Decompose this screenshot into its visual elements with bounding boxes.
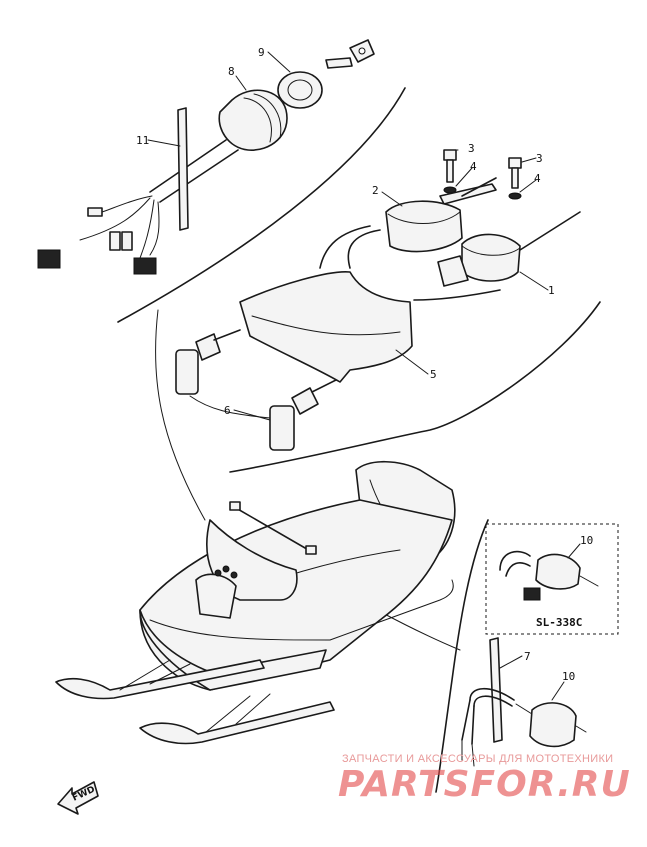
model-label: SL-338C bbox=[536, 616, 582, 629]
callout-4-right: 4 bbox=[534, 172, 541, 185]
leader-line-main bbox=[154, 309, 206, 521]
callout-6: 6 bbox=[224, 404, 231, 417]
callout-3-right: 3 bbox=[536, 152, 543, 165]
plug-cap-icon bbox=[269, 379, 337, 451]
key-icon bbox=[325, 39, 375, 69]
callout-leaders bbox=[147, 51, 581, 701]
callout-1: 1 bbox=[548, 284, 555, 297]
switch-knob-icon bbox=[277, 71, 323, 109]
forward-arrow-icon: FWD bbox=[57, 781, 99, 815]
callout-10-lower: 10 bbox=[562, 670, 575, 683]
switch-icon bbox=[535, 553, 581, 590]
bolt-icon bbox=[443, 149, 457, 183]
ski-icon bbox=[139, 701, 335, 745]
connector-icon bbox=[37, 249, 61, 269]
ignition-coil-icon bbox=[461, 233, 521, 282]
callout-11: 11 bbox=[136, 134, 149, 147]
ignition-coil-assembly bbox=[175, 149, 581, 451]
main-switch-assembly bbox=[37, 39, 375, 275]
clamp-strap-icon bbox=[177, 107, 189, 231]
callout-7: 7 bbox=[524, 650, 531, 663]
middle-group-border bbox=[229, 301, 601, 473]
callout-9: 9 bbox=[258, 46, 265, 59]
ignition-coil-icon bbox=[385, 200, 463, 253]
model-variant-box: SL-338C bbox=[485, 523, 619, 635]
watermark-brand: PARTSFOR.RU bbox=[338, 764, 631, 805]
plug-cap-icon bbox=[175, 329, 241, 395]
callout-4-left: 4 bbox=[470, 160, 477, 173]
coil-base-plate-icon bbox=[239, 271, 413, 383]
callout-8: 8 bbox=[228, 65, 235, 78]
snowmobile-illustration bbox=[55, 460, 456, 745]
callout-10-upper: 10 bbox=[580, 534, 593, 547]
washer-icon bbox=[508, 192, 522, 200]
callout-2: 2 bbox=[372, 184, 379, 197]
lower-switch-assembly bbox=[461, 637, 587, 767]
main-switch-icon bbox=[218, 89, 288, 151]
ski-icon bbox=[55, 659, 265, 700]
switch-icon bbox=[529, 702, 577, 748]
upper-group-border bbox=[117, 87, 406, 323]
lower-group-border bbox=[435, 519, 489, 793]
callout-3-left: 3 bbox=[468, 142, 475, 155]
bolt-icon bbox=[508, 157, 522, 189]
callout-5: 5 bbox=[430, 368, 437, 381]
watermark-tagline: ЗАПЧАСТИ И АКСЕССУАРЫ ДЛЯ МОТОТЕХНИКИ bbox=[342, 753, 613, 765]
connector-icon bbox=[133, 257, 157, 275]
